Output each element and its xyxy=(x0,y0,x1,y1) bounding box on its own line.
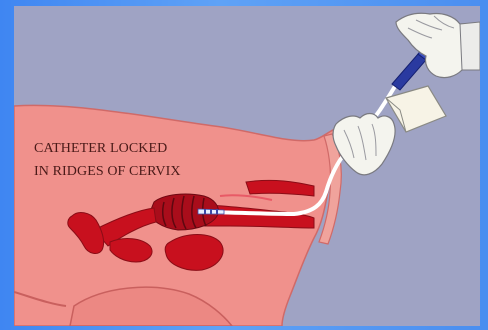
caption-line-1: CATHETER LOCKED xyxy=(34,137,284,160)
guiding-hand xyxy=(333,114,395,175)
operator-sleeve xyxy=(460,22,480,70)
paper-towel xyxy=(386,86,446,132)
diagram-caption: CATHETER LOCKED IN RIDGES OF CERVIX xyxy=(34,137,284,183)
caption-line-2: IN RIDGES OF CERVIX xyxy=(34,160,284,183)
illustration-panel: CATHETER LOCKED IN RIDGES OF CERVIX xyxy=(14,6,480,326)
insemination-gun xyxy=(392,54,426,90)
